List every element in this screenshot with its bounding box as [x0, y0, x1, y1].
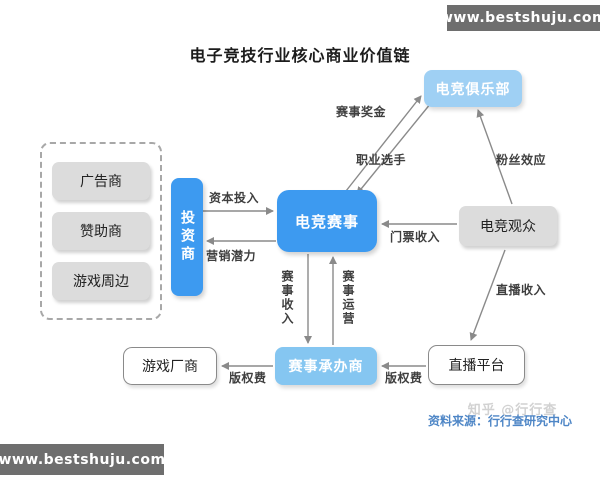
edge-label-capital: 资本投入: [209, 191, 260, 205]
edge-label-prize: 赛事奖金: [336, 105, 387, 119]
node-esports-audience-label: 电竞观众: [480, 219, 536, 235]
node-investor-label: 投资商: [179, 210, 195, 264]
node-game-peripheral-label: 游戏周边: [73, 274, 129, 290]
node-investor: 投资商: [171, 178, 203, 296]
node-esports-club: 电竞俱乐部: [424, 70, 522, 107]
edge-label-ticket: 门票收入: [390, 230, 441, 244]
node-sponsor-label: 赞助商: [80, 224, 122, 240]
node-stream-platform: 直播平台: [428, 345, 525, 385]
arrow-prize: [345, 95, 422, 192]
edge-label-marketing: 营销潜力: [206, 249, 257, 263]
node-event-organizer-label: 赛事承办商: [288, 359, 364, 375]
edge-label-fan-effect: 粉丝效应: [496, 153, 547, 167]
node-event-organizer: 赛事承办商: [275, 347, 377, 385]
node-advertiser: 广告商: [52, 162, 150, 200]
zhihu-watermark: 知乎 @行行查: [467, 403, 558, 418]
watermark-url-bottom: www.bestshuju.com: [0, 451, 166, 468]
node-game-maker: 游戏厂商: [123, 347, 217, 385]
node-esports-club-label: 电竞俱乐部: [435, 81, 511, 98]
arrow-stream-income: [469, 249, 506, 341]
arrow-fan-effect: [476, 109, 513, 205]
node-esports-event: 电竞赛事: [277, 190, 377, 252]
diagram-title: 电子竞技行业核心商业价值链: [189, 46, 411, 65]
node-stream-platform-label: 直播平台: [448, 358, 505, 374]
node-sponsor: 赞助商: [52, 212, 150, 250]
edge-label-event-income: 赛事收入: [280, 270, 294, 326]
edge-label-copyright-organizer: 版权费: [385, 371, 423, 385]
watermark-banner-bottom: www.bestshuju.com: [0, 444, 166, 475]
node-game-peripheral: 游戏周边: [52, 262, 150, 300]
node-esports-audience: 电竞观众: [459, 206, 557, 246]
node-game-maker-label: 游戏厂商: [142, 359, 198, 375]
watermark-url-top: www.bestshuju.com: [439, 10, 600, 26]
edge-label-copyright-maker: 版权费: [229, 371, 267, 385]
edge-label-stream-income: 直播收入: [496, 283, 547, 297]
edge-label-event-operation: 赛事运营: [341, 270, 355, 326]
source-note: 资料来源：行行查研究中心: [428, 414, 573, 428]
supplier-group-border: [40, 142, 162, 320]
watermark-banner-top: www.bestshuju.com: [440, 5, 600, 31]
node-advertiser-label: 广告商: [80, 174, 122, 190]
edge-label-players: 职业选手: [356, 153, 407, 167]
node-esports-event-label: 电竞赛事: [294, 212, 359, 231]
arrow-players: [356, 102, 432, 195]
